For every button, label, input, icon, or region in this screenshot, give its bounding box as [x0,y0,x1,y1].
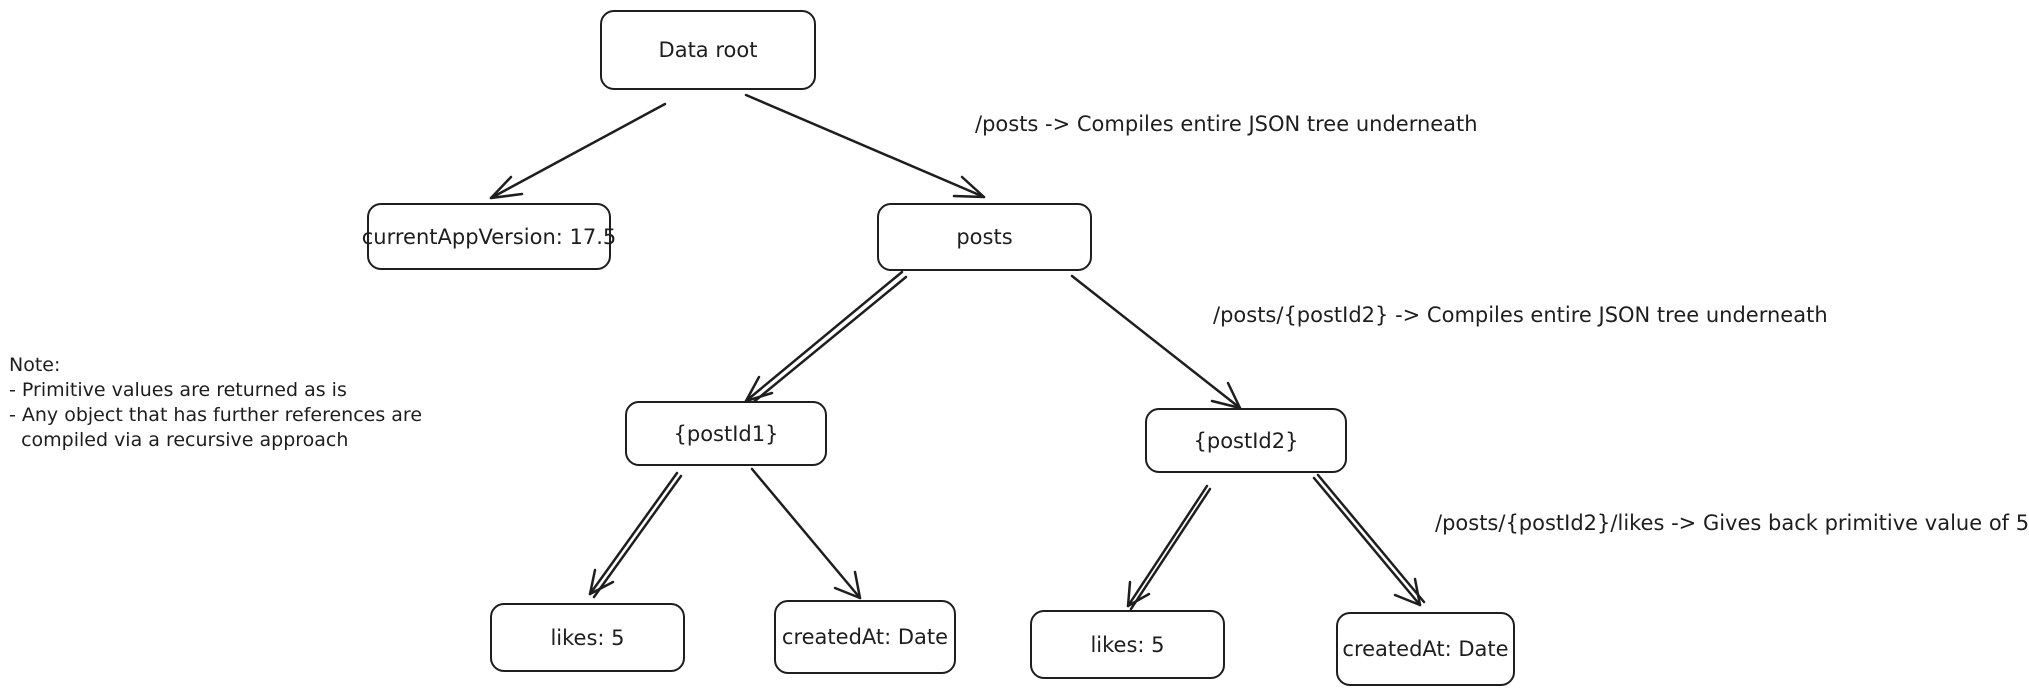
node-likes-2: likes: 5 [1030,610,1225,679]
node-data-root-label: Data root [658,38,758,62]
node-created-at-1-label: createdAt: Date [781,625,949,649]
note-line-3: compiled via a recursive approach [9,429,349,451]
node-postid2-label: {postId2} [1193,428,1299,453]
node-posts: posts [877,203,1092,271]
edge-postid2-to-createdat [1312,473,1426,607]
note-block: Note: - Primitive values are returned as… [9,353,422,453]
note-line-2: - Any object that has further references… [9,404,423,426]
node-postid1: {postId1} [625,401,827,466]
node-data-root: Data root [600,10,816,90]
edge-root-to-app-version [489,102,667,200]
node-created-at-1: createdAt: Date [774,600,956,674]
annotation-postid2-path: /posts/{postId2} -> Compiles entire JSON… [1213,303,1828,327]
node-current-app-version: currentAppVersion: 17.5 [362,203,616,270]
node-posts-label: posts [956,225,1013,249]
note-line-1: - Primitive values are returned as is [9,379,347,401]
note-title: Note: [9,354,61,376]
edge-postid1-to-createdat [750,467,862,600]
node-likes-2-label: likes: 5 [1090,632,1165,657]
node-created-at-2: createdAt: Date [1336,612,1515,686]
edge-postid2-to-likes [1126,484,1212,611]
node-created-at-2-label: createdAt: Date [1342,637,1509,661]
annotation-posts-path: /posts -> Compiles entire JSON tree unde… [975,112,1478,136]
edge-root-to-posts [744,93,986,199]
node-postid2: {postId2} [1145,408,1347,473]
edge-posts-to-postid2 [1070,274,1242,410]
node-current-app-version-label: currentAppVersion: 17.5 [361,224,617,249]
node-likes-1-label: likes: 5 [550,625,625,650]
edge-postid1-to-likes [588,471,683,599]
annotation-likes-path: /posts/{postId2}/likes -> Gives back pri… [1435,511,2029,535]
node-postid1-label: {postId1} [673,421,779,446]
edge-posts-to-postid1 [744,270,908,407]
node-likes-1: likes: 5 [490,603,685,672]
